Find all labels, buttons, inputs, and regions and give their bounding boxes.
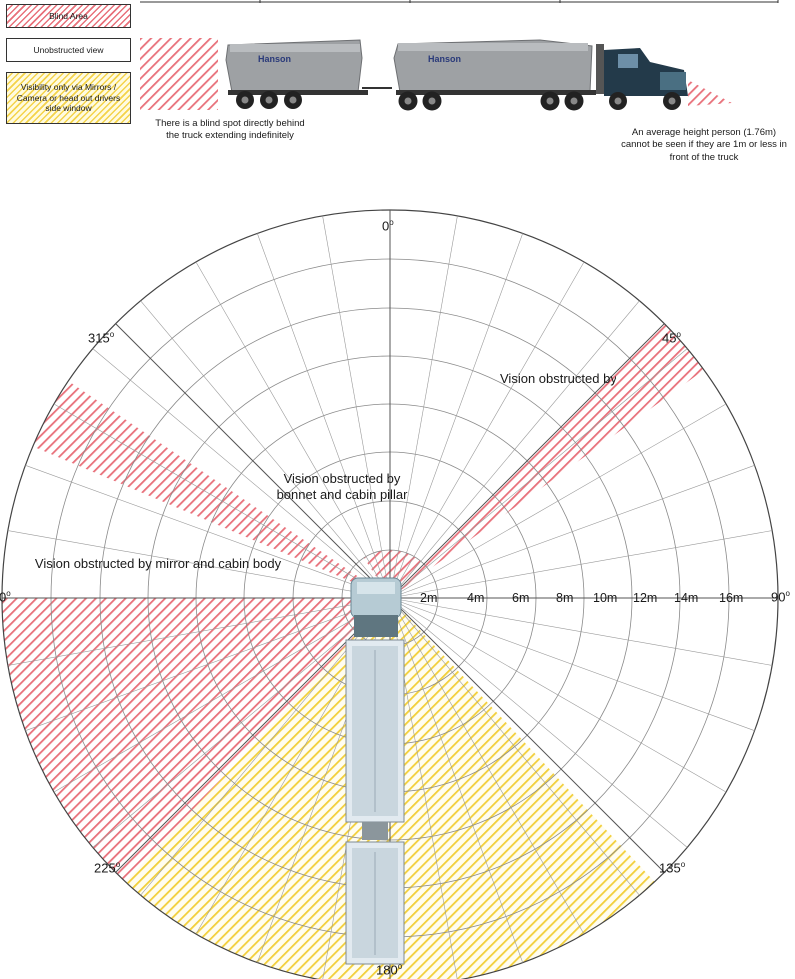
distance-label: 2m	[420, 591, 438, 605]
annotation-left-mirror: Vision obstructed by mirror and cabin bo…	[34, 556, 282, 571]
bearing-line	[389, 597, 585, 935]
angle-label-270: 0o	[0, 589, 11, 605]
angle-label-0: 0o	[382, 218, 394, 234]
left-mirror-blind-strip	[23, 375, 390, 598]
trailer1-logo: Hanson	[258, 54, 291, 64]
truck-side-view: Hanson Hanson	[140, 38, 732, 111]
rear-blind-spot-hatch	[140, 38, 218, 110]
front-blind-spot-hatch	[688, 80, 732, 106]
bearing-line	[115, 323, 391, 599]
angle-label-315: 315o	[88, 330, 115, 346]
bearing-line	[389, 597, 727, 793]
bearing-line	[140, 300, 391, 599]
distance-label: 14m	[674, 591, 699, 605]
note-rear-blind-spot: There is a blind spot directly behind th…	[155, 118, 305, 142]
distance-label: 10m	[593, 591, 618, 605]
distance-label: 6m	[512, 591, 530, 605]
angle-label-90: 90o	[771, 589, 790, 605]
truck-top-view	[345, 577, 405, 965]
legend-mirror-visibility: Visibility only via Mirrors / Camera or …	[6, 72, 131, 124]
front-blind-zone	[363, 549, 421, 598]
bearing-line	[257, 233, 391, 599]
bearing-line	[389, 597, 640, 896]
bearing-line	[195, 261, 391, 599]
bearing-line	[389, 403, 727, 599]
bearing-line	[389, 597, 665, 873]
distance-label: 4m	[467, 591, 485, 605]
bearing-line	[92, 348, 391, 599]
distance-label: 12m	[633, 591, 658, 605]
bearing-line	[389, 597, 523, 963]
bearing-line	[389, 597, 773, 666]
annotation-bonnet-pillar: Vision obstructed by bonnet and cabin pi…	[276, 471, 408, 503]
bearing-line	[53, 597, 391, 793]
bearing-line	[389, 215, 458, 599]
legend-blind-area: Blind Area	[6, 4, 131, 28]
table-remnant	[140, 0, 779, 3]
annotation-right-mirror: Vision obstructed by mirror	[500, 371, 616, 386]
legend-unobstructed: Unobstructed view	[6, 38, 131, 62]
bearing-line	[389, 530, 773, 599]
bearing-line	[389, 465, 755, 599]
bearing-line	[389, 323, 665, 599]
angle-label-135: 135o	[659, 860, 686, 876]
bearing-line	[115, 597, 391, 873]
angle-label-45: 45o	[662, 330, 681, 346]
bearing-line	[25, 597, 391, 731]
distance-label: 16m	[719, 591, 744, 605]
bearing-line	[389, 597, 755, 731]
bearing-line	[389, 261, 585, 599]
bearing-line	[92, 597, 391, 848]
bearing-line	[389, 597, 688, 848]
bearing-line	[53, 403, 391, 599]
left-blind-zone	[2, 598, 390, 890]
bearing-line	[322, 215, 391, 599]
angle-label-180: 180o	[376, 962, 403, 978]
bearing-line	[7, 597, 391, 666]
polar-grid	[1, 209, 779, 979]
bearing-line	[7, 530, 391, 599]
bearing-line	[389, 233, 523, 599]
note-front-blind-spot: An average height person (1.76m) cannot …	[621, 127, 787, 163]
distance-label: 8m	[556, 591, 574, 605]
angle-label-225: 225o	[94, 860, 121, 876]
bearing-line	[389, 348, 688, 599]
trailer2-logo: Hanson	[428, 54, 461, 64]
bearing-line	[389, 300, 640, 599]
bearing-line	[25, 465, 391, 599]
right-mirror-blind-strip	[390, 316, 712, 598]
